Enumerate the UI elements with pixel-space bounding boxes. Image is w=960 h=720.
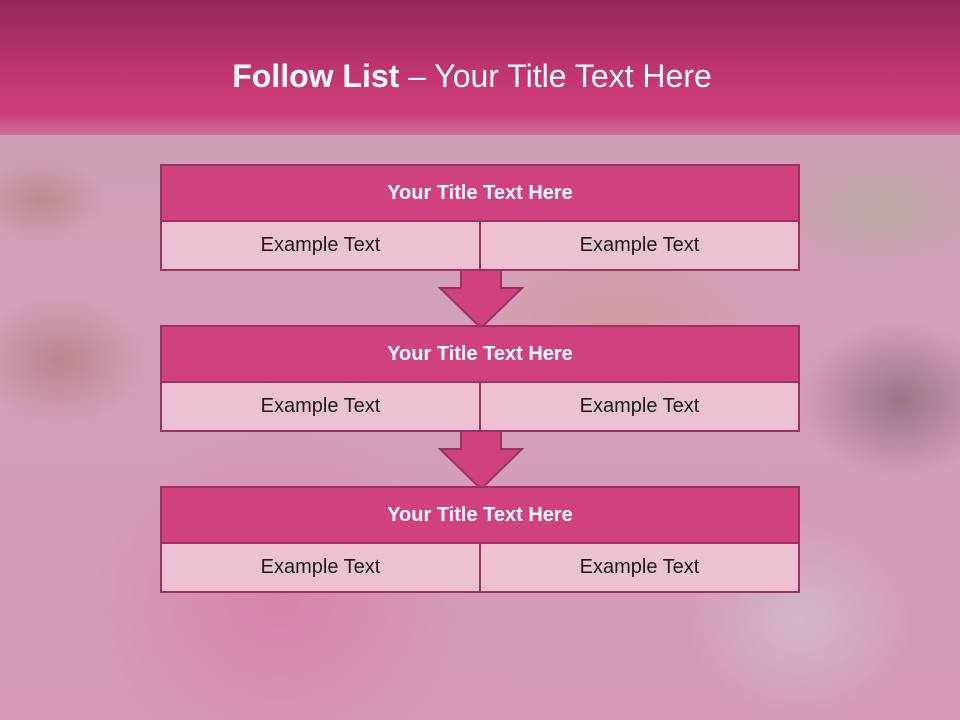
slide-title-bold: Follow List xyxy=(232,58,400,94)
block-title: Your Title Text Here xyxy=(160,325,800,383)
list-block-1: Your Title Text Here Example Text Exampl… xyxy=(160,164,800,271)
slide-title: Follow List – Your Title Text Here xyxy=(0,56,944,96)
block-title: Your Title Text Here xyxy=(160,164,800,222)
block-row: Example Text Example Text xyxy=(160,383,800,432)
block-row: Example Text Example Text xyxy=(160,544,800,593)
block-row: Example Text Example Text xyxy=(160,222,800,271)
block-title: Your Title Text Here xyxy=(160,486,800,544)
block-cell-right: Example Text xyxy=(481,222,800,271)
block-cell-left: Example Text xyxy=(160,544,481,593)
slide-title-rest: – Your Title Text Here xyxy=(399,58,712,94)
list-block-2: Your Title Text Here Example Text Exampl… xyxy=(160,325,800,432)
block-cell-left: Example Text xyxy=(160,383,481,432)
block-cell-left: Example Text xyxy=(160,222,481,271)
list-block-3: Your Title Text Here Example Text Exampl… xyxy=(160,486,800,593)
down-arrow-icon xyxy=(438,431,524,491)
down-arrow-icon xyxy=(438,270,524,330)
block-cell-right: Example Text xyxy=(481,383,800,432)
block-cell-right: Example Text xyxy=(481,544,800,593)
header-band xyxy=(0,0,960,135)
